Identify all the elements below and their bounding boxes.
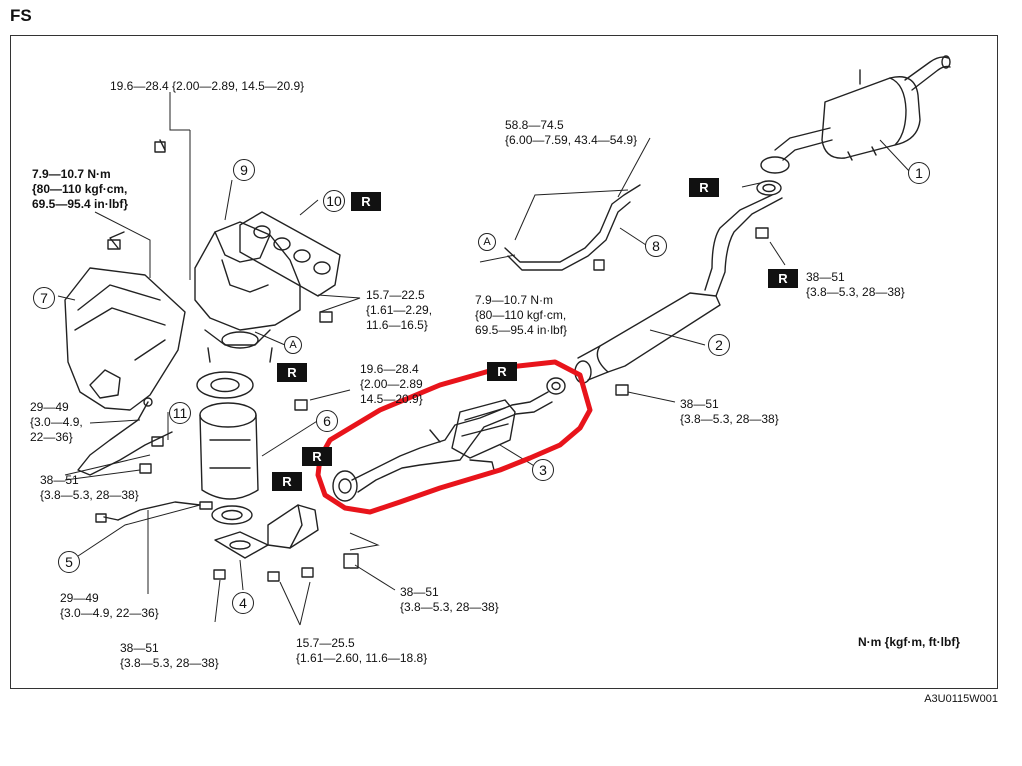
warm-up-converter — [199, 402, 259, 500]
converter-gasket — [196, 371, 254, 399]
torque-label-4: 15.7—22.5 {1.61—2.29, 11.6—16.5} — [366, 288, 433, 332]
fasteners — [107, 139, 769, 582]
main-muffler — [774, 55, 951, 161]
torque-label-3: 58.8—74.5 {6.00—7.59, 43.4—54.9} — [505, 118, 638, 147]
exhaust-manifold — [194, 221, 301, 363]
replace-mark-rear-nut: R — [768, 269, 798, 288]
front-pipe-catalytic — [332, 391, 553, 502]
torque-label-12: 38—51 {3.8—5.3, 28—38} — [400, 585, 499, 614]
callout-6: 6 — [316, 410, 338, 432]
middle-pipe — [546, 194, 783, 395]
callout-11: 11 — [169, 402, 191, 424]
callout-8: 8 — [645, 235, 667, 257]
callout-7: 7 — [33, 287, 55, 309]
torque-label-9: 38—51 {3.8—5.3, 28—38} — [680, 397, 779, 426]
units-note: N·m {kgf·m, ft·lbf} — [858, 635, 960, 649]
rear-flange — [756, 156, 790, 196]
torque-label-2: 7.9—10.7 N·m {80—110 kgf·cm, 69.5—95.4 i… — [32, 167, 129, 211]
callout-5: 5 — [58, 551, 80, 573]
replace-mark-converter-gasket: R — [277, 363, 307, 382]
torque-label-7: 19.6—28.4 {2.00—2.89 14.5—20.9} — [360, 362, 423, 406]
reference-a-pipe: A — [478, 233, 496, 251]
lower-flange-bracket — [211, 504, 319, 559]
manifold-gasket — [239, 211, 341, 297]
figure-code: A3U0115W001 — [924, 693, 998, 705]
replace-mark-front-pipe: R — [487, 362, 517, 381]
replace-mark-gasket: R — [351, 192, 381, 211]
reference-a-manifold: A — [284, 336, 302, 354]
oxygen-sensors — [77, 397, 213, 523]
diagram-frame — [10, 35, 998, 689]
torque-label-10: 38—51 {3.8—5.3, 28—38} — [40, 473, 139, 502]
replace-mark-pipe-gasket: R — [302, 447, 332, 466]
callout-2: 2 — [708, 334, 730, 356]
leader-lines — [57, 92, 911, 626]
callout-3: 3 — [532, 459, 554, 481]
torque-label-6: 38—51 {3.8—5.3, 28—38} — [806, 270, 905, 299]
callout-4: 4 — [232, 592, 254, 614]
replace-mark-rear-flange: R — [689, 178, 719, 197]
callout-1: 1 — [908, 162, 930, 184]
torque-label-8: 29—49 {3.0—4.9, 22—36} — [30, 400, 83, 444]
torque-label-5: 7.9—10.7 N·m {80—110 kgf·cm, 69.5—95.4 i… — [475, 293, 568, 337]
replace-mark-lower-gasket: R — [272, 472, 302, 491]
torque-label-14: 15.7—25.5 {1.61—2.60, 11.6—18.8} — [296, 636, 428, 665]
heat-insulator — [64, 267, 186, 411]
callout-9: 9 — [233, 159, 255, 181]
page-header-label: FS — [10, 6, 32, 25]
vacuum-pipe — [504, 184, 641, 271]
torque-label-1: 19.6—28.4 {2.00—2.89, 14.5—20.9} — [110, 79, 305, 93]
torque-label-13: 38—51 {3.8—5.3, 28—38} — [120, 641, 219, 670]
callout-10: 10 — [323, 190, 345, 212]
torque-label-11: 29—49 {3.0—4.9, 22—36} — [60, 591, 159, 620]
